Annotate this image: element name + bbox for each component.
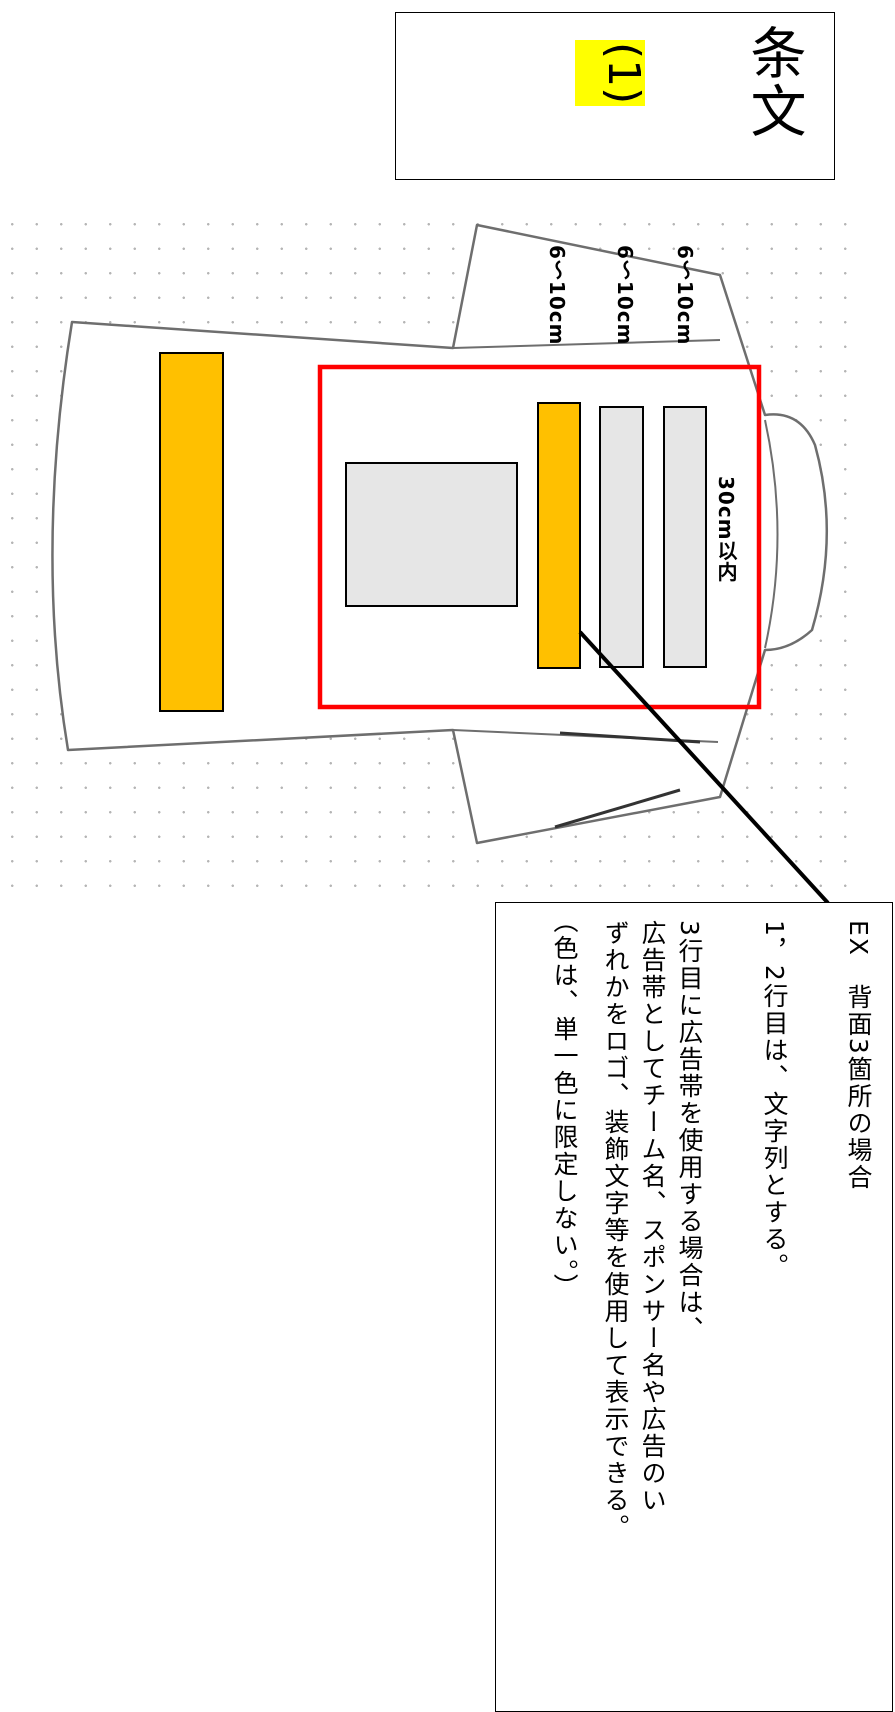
page-title: 条文 <box>741 24 806 140</box>
note-line-1: 1，2行目は、文字列とする。 <box>760 920 789 1280</box>
row3-size-label: 6～10cm <box>545 245 569 346</box>
sleeve-seam-top <box>452 339 721 349</box>
number-block <box>345 462 518 607</box>
row1-size-label: 6～10cm <box>673 245 697 346</box>
clause-number-badge: (1) <box>575 40 649 107</box>
text-row-1 <box>663 406 707 668</box>
row2-size-label: 6～10cm <box>613 245 637 346</box>
collar-inner <box>764 419 779 649</box>
note-heading: EX 背面3箇所の場合 <box>844 920 873 1191</box>
hem-ad-band <box>159 352 224 712</box>
width-limit-label: 30cm以内 <box>714 476 738 583</box>
note-line-2: 3行目に広告帯を使用する場合は、 <box>675 920 704 1343</box>
example-note-box <box>495 902 893 1712</box>
note-line-3: 広告帯としてチーム名、スポンサー名や広告のい <box>638 920 667 1514</box>
ad-band-row-3 <box>537 402 581 669</box>
text-row-2 <box>599 406 644 668</box>
note-line-5: （色は、単一色に限定しない。） <box>550 908 579 1301</box>
leader-line <box>578 630 830 905</box>
placement-frame <box>317 364 762 710</box>
note-line-4: ずれかをロゴ、装飾文字等を使用して表示できる。 <box>601 920 630 1541</box>
